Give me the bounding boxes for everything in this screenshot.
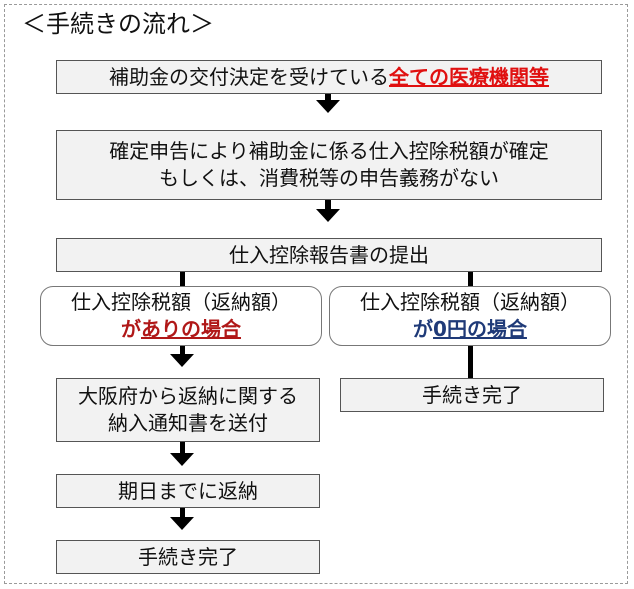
step-refund-by-deadline: 期日までに返納 bbox=[56, 474, 320, 508]
down-arrow-icon bbox=[170, 517, 194, 530]
step-notice-sent: 大阪府から返納に関する 納入通知書を送付 bbox=[56, 378, 320, 442]
branch-refund-exists-line2: がありの場合 bbox=[121, 316, 241, 343]
branch-refund-zero: 仕入控除税額（返納額） が0円の場合 bbox=[329, 286, 611, 346]
branch-refund-zero-line1: 仕入控除税額（返納額） bbox=[360, 290, 580, 314]
down-arrow-icon bbox=[316, 209, 340, 222]
step-grant-decision: 補助金の交付決定を受けている全ての医療機関等 bbox=[56, 60, 602, 94]
step-complete-right: 手続き完了 bbox=[340, 378, 604, 412]
step-refund-by-deadline-label: 期日までに返納 bbox=[118, 478, 258, 503]
down-arrow-icon bbox=[170, 453, 194, 466]
connector-line bbox=[468, 346, 473, 378]
branch-refund-zero-line2: が0円の場合 bbox=[413, 316, 527, 343]
step-complete-left: 手続き完了 bbox=[56, 540, 320, 574]
branch-refund-zero-prefix: が bbox=[413, 317, 434, 341]
page-title: ＜手続きの流れ＞ bbox=[22, 10, 214, 38]
connector-line bbox=[468, 272, 473, 286]
connector-line bbox=[325, 200, 331, 210]
step-tax-confirmed-line1: 確定申告により補助金に係る仕入控除税額が確定 bbox=[109, 139, 549, 163]
branch-refund-exists-prefix: が bbox=[121, 317, 141, 341]
step-notice-sent-line2: 納入通知書を送付 bbox=[108, 411, 268, 435]
down-arrow-icon bbox=[170, 354, 194, 367]
branch-refund-exists-line1: 仕入控除税額（返納額） bbox=[71, 290, 291, 314]
connector-line bbox=[180, 272, 185, 286]
dashed-frame bbox=[4, 4, 628, 584]
branch-refund-exists-highlight: ありの場合 bbox=[141, 317, 241, 341]
branch-refund-exists: 仕入控除税額（返納額） がありの場合 bbox=[40, 286, 322, 346]
step-report-submission: 仕入控除報告書の提出 bbox=[56, 238, 602, 272]
step-grant-decision-text: 補助金の交付決定を受けている全ての医療機関等 bbox=[109, 64, 549, 91]
down-arrow-icon bbox=[316, 100, 340, 113]
step-report-submission-label: 仕入控除報告書の提出 bbox=[229, 242, 429, 267]
step-tax-confirmed-line2: もしくは、消費税等の申告義務がない bbox=[159, 166, 499, 190]
step-grant-decision-highlight: 全ての医療機関等 bbox=[389, 64, 549, 89]
step-tax-confirmed: 確定申告により補助金に係る仕入控除税額が確定 もしくは、消費税等の申告義務がない bbox=[56, 130, 602, 200]
branch-refund-zero-highlight: 0円の場合 bbox=[433, 317, 527, 341]
step-complete-right-label: 手続き完了 bbox=[422, 382, 522, 407]
connector-line bbox=[325, 94, 331, 101]
connector-line bbox=[180, 442, 185, 454]
connector-line bbox=[180, 346, 185, 355]
step-grant-decision-prefix: 補助金の交付決定を受けている bbox=[109, 64, 389, 89]
step-notice-sent-line1: 大阪府から返納に関する bbox=[78, 384, 298, 408]
connector-line bbox=[180, 508, 185, 518]
step-complete-left-label: 手続き完了 bbox=[138, 544, 238, 569]
